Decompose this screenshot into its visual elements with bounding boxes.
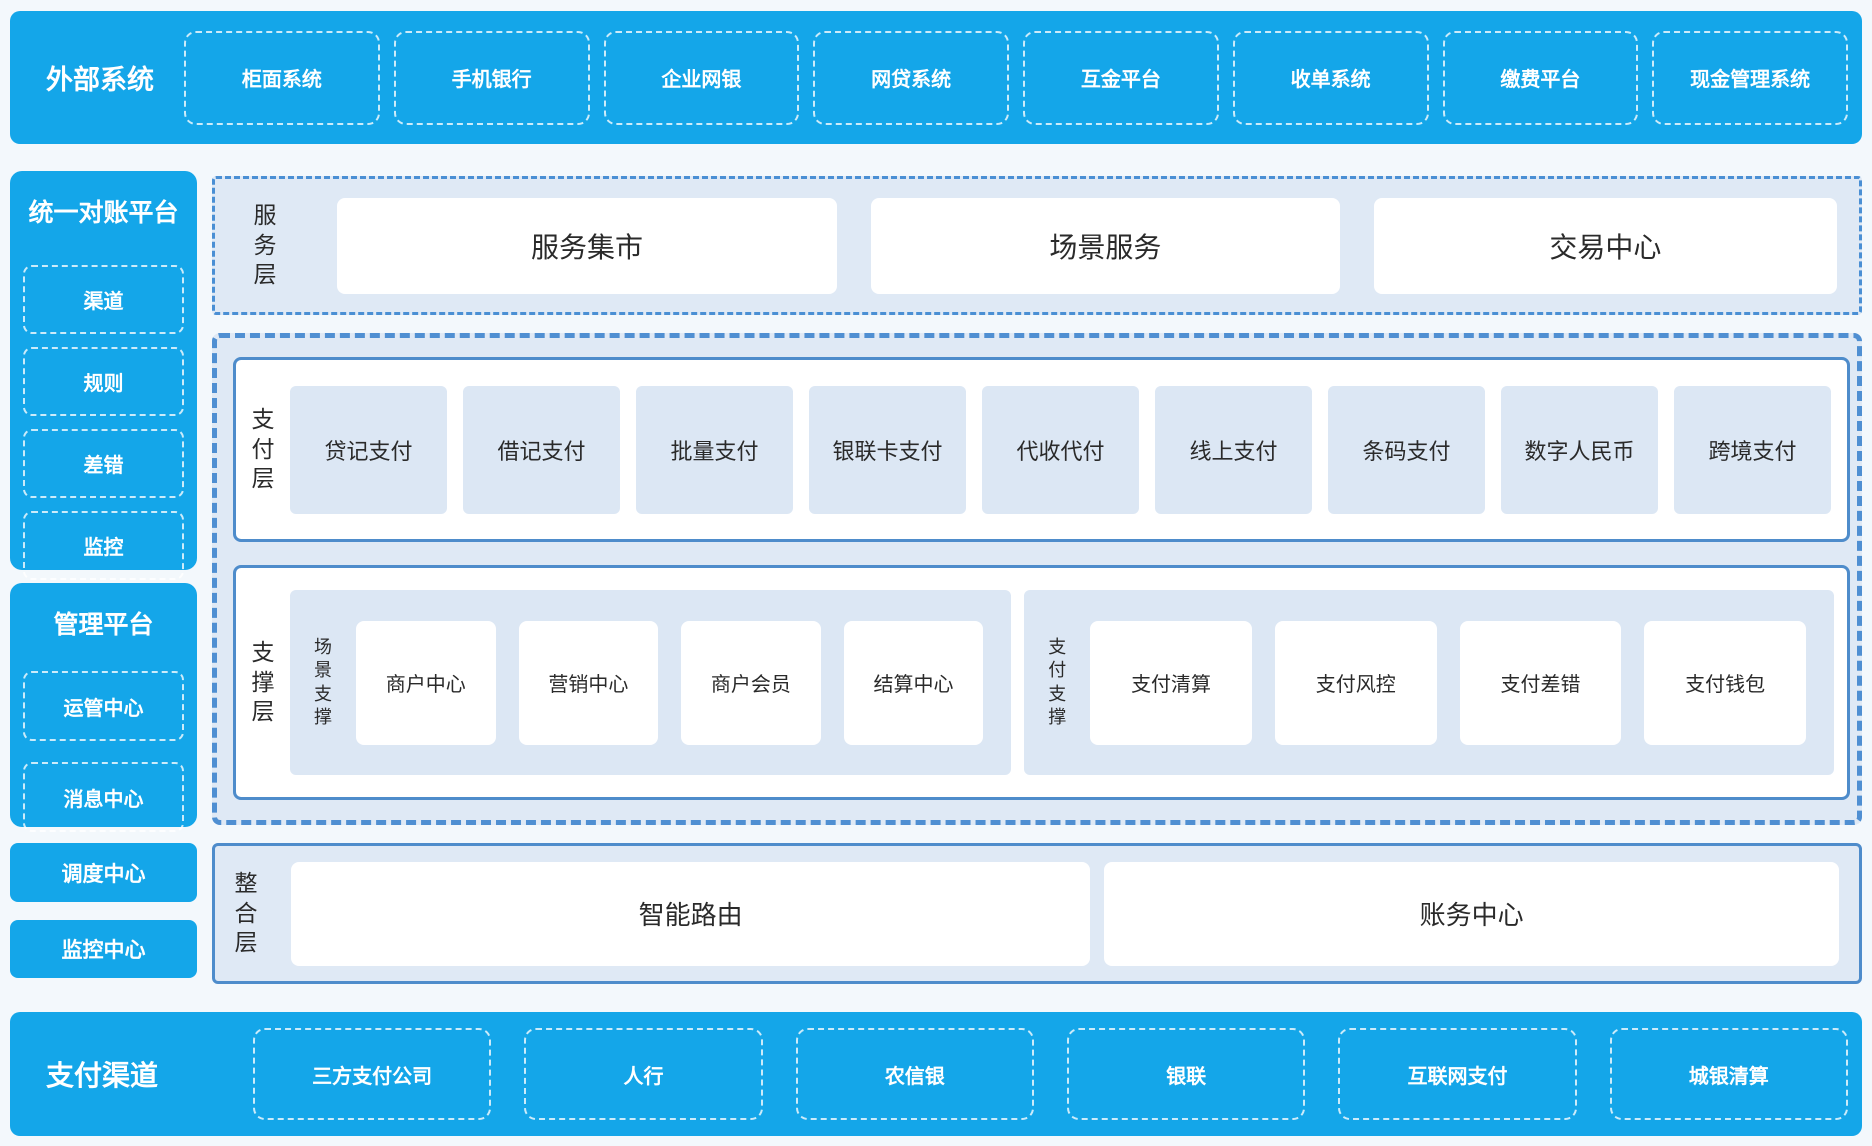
external-system-node: 收单系统 — [1232, 30, 1429, 125]
monitor-center-block: 监控中心 — [10, 920, 197, 978]
payment-layer-label: 支付层 — [251, 406, 275, 492]
payment-node: 线上支付 — [1155, 385, 1312, 514]
support-layer-label: 支撑层 — [251, 639, 275, 725]
payment-channel-node: 三方支付公司 — [253, 1028, 492, 1120]
payment-channel-node: 人行 — [524, 1028, 763, 1120]
external-system-node: 柜面系统 — [184, 30, 380, 125]
external-systems-bar: 外部系统 柜面系统 手机银行 企业网银 网贷系统 互金平台 收单系统 缴费平台 … — [10, 11, 1862, 144]
management-node: 运管中心 — [23, 671, 184, 741]
payment-support-label: 支付支撑 — [1048, 637, 1067, 727]
architecture-main-area: 服务层 服务集市 场景服务 交易中心 支付层 贷记支付 借记支付 批量支付 银联… — [212, 176, 1862, 984]
management-platform-block: 管理平台 运管中心 消息中心 — [10, 583, 197, 832]
service-layer-container: 服务层 服务集市 场景服务 交易中心 — [212, 176, 1862, 315]
payment-channels-title: 支付渠道 — [46, 1060, 159, 1091]
service-node: 交易中心 — [1373, 197, 1837, 294]
support-groups: 场景支撑 商户中心 营销中心 商户会员 结算中心 支付支撑 支付清算 支付风控 … — [290, 590, 1834, 775]
scene-support-node: 商户会员 — [681, 620, 821, 745]
service-node: 场景服务 — [870, 197, 1340, 294]
payment-node: 数字人民币 — [1501, 385, 1658, 514]
management-platform-title: 管理平台 — [53, 611, 154, 639]
integration-node: 账务中心 — [1104, 861, 1839, 966]
service-node: 服务集市 — [337, 197, 837, 294]
integration-layer-container: 整合层 智能路由 账务中心 — [212, 843, 1862, 984]
external-system-node: 手机银行 — [393, 30, 590, 125]
payment-channel-node: 城银清算 — [1609, 1028, 1848, 1120]
reconciliation-node: 差错 — [23, 429, 184, 498]
payment-items: 贷记支付 借记支付 批量支付 银联卡支付 代收代付 线上支付 条码支付 数字人民… — [290, 385, 1831, 514]
external-system-node: 网贷系统 — [813, 30, 1009, 125]
reconciliation-platform-title: 统一对账平台 — [28, 199, 179, 227]
payment-support-group: 支付支撑 支付清算 支付风控 支付差错 支付钱包 — [1024, 590, 1834, 775]
scene-support-node: 商户中心 — [356, 620, 496, 745]
payment-support-node: 支付钱包 — [1644, 620, 1807, 745]
reconciliation-platform-block: 统一对账平台 渠道 规则 差错 监控 — [10, 171, 197, 580]
external-systems-title: 外部系统 — [46, 65, 154, 95]
payment-channels-list: 三方支付公司 人行 农信银 银联 互联网支付 城银清算 — [253, 1028, 1848, 1120]
reconciliation-node: 规则 — [23, 347, 184, 416]
scene-support-group: 场景支撑 商户中心 营销中心 商户会员 结算中心 — [290, 590, 1012, 775]
integration-layer-label: 整合层 — [234, 870, 258, 956]
payment-node: 跨境支付 — [1674, 385, 1831, 514]
payment-layer-container: 支付层 贷记支付 借记支付 批量支付 银联卡支付 代收代付 线上支付 条码支付 … — [233, 357, 1850, 542]
external-system-node: 企业网银 — [603, 30, 800, 125]
external-system-node: 互金平台 — [1023, 30, 1219, 125]
scene-support-node: 营销中心 — [518, 620, 659, 745]
payment-node: 代收代付 — [982, 385, 1139, 514]
support-layer-container: 支撑层 场景支撑 商户中心 营销中心 商户会员 结算中心 支付支撑 支付清算 支… — [233, 565, 1850, 800]
payment-channel-node: 银联 — [1066, 1028, 1306, 1120]
external-systems-list: 柜面系统 手机银行 企业网银 网贷系统 互金平台 收单系统 缴费平台 现金管理系… — [184, 30, 1848, 125]
payment-node: 贷记支付 — [290, 385, 447, 514]
payment-support-node: 支付风控 — [1274, 620, 1437, 745]
management-node: 消息中心 — [23, 762, 184, 832]
payment-node: 借记支付 — [463, 385, 620, 514]
scene-support-node: 结算中心 — [843, 620, 984, 745]
reconciliation-node: 渠道 — [23, 265, 184, 334]
payment-support-node: 支付差错 — [1459, 620, 1622, 745]
payment-node: 条码支付 — [1328, 385, 1485, 514]
service-layer-label: 服务层 — [253, 202, 277, 288]
payment-support-items: 支付清算 支付风控 支付差错 支付钱包 — [1090, 620, 1807, 745]
payment-node: 银联卡支付 — [809, 385, 966, 514]
external-system-node: 现金管理系统 — [1652, 30, 1848, 125]
dispatch-center-block: 调度中心 — [10, 843, 197, 902]
left-platform-column: 统一对账平台 渠道 规则 差错 监控 管理平台 运管中心 消息中心 调度中心 监… — [10, 171, 197, 978]
external-system-node: 缴费平台 — [1442, 30, 1639, 125]
scene-support-label: 场景支撑 — [314, 637, 332, 727]
payment-channel-node: 互联网支付 — [1338, 1028, 1577, 1120]
payment-channel-node: 农信银 — [795, 1028, 1034, 1120]
payment-node: 批量支付 — [636, 385, 793, 514]
reconciliation-items: 渠道 规则 差错 监控 — [23, 265, 184, 580]
management-items: 运管中心 消息中心 — [23, 671, 184, 832]
core-layers-container: 支付层 贷记支付 借记支付 批量支付 银联卡支付 代收代付 线上支付 条码支付 … — [212, 333, 1862, 825]
reconciliation-node: 监控 — [23, 511, 184, 580]
integration-node: 智能路由 — [291, 861, 1091, 966]
payment-support-node: 支付清算 — [1090, 620, 1252, 745]
scene-support-items: 商户中心 营销中心 商户会员 结算中心 — [356, 620, 984, 745]
payment-channels-bar: 支付渠道 三方支付公司 人行 农信银 银联 互联网支付 城银清算 — [10, 1012, 1862, 1136]
